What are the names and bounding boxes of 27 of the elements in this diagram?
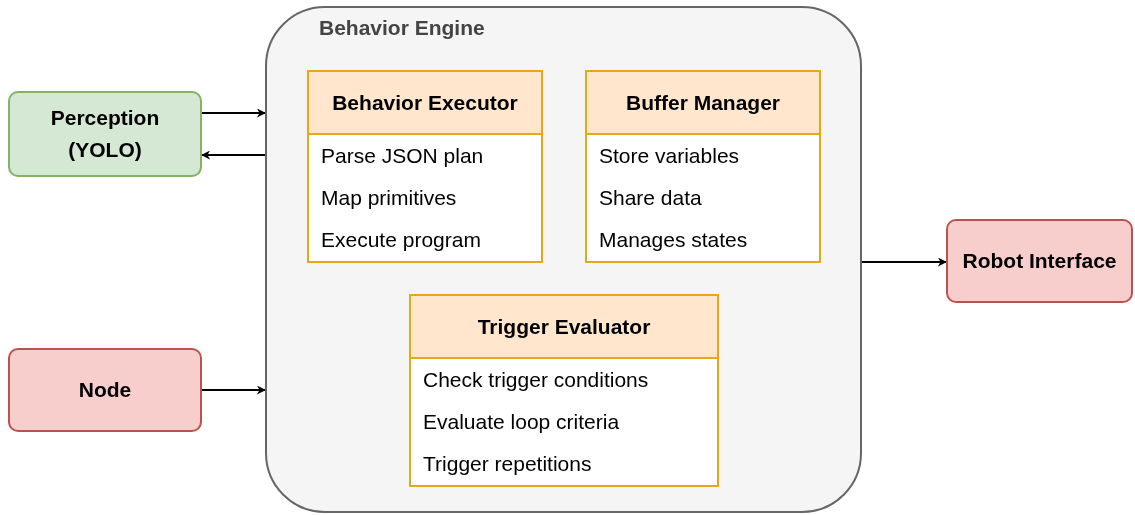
arrow: [201, 385, 266, 395]
module-card: [307, 70, 543, 263]
task-item: Store variables: [598, 143, 741, 169]
task-item: Share data: [598, 185, 703, 211]
module-card: [585, 70, 821, 263]
arrow: [201, 150, 266, 160]
box-label: Perception (YOLO): [49, 105, 161, 163]
arrow: [201, 108, 266, 118]
task-item: Execute program: [320, 227, 482, 253]
arrow: [861, 257, 947, 267]
module-title: Behavior Executor: [309, 72, 541, 135]
box-label: Node: [78, 377, 132, 403]
task-item: Check trigger conditions: [422, 367, 650, 393]
process-box: [946, 219, 1133, 303]
process-box: [8, 91, 202, 177]
module-title: Buffer Manager: [587, 72, 819, 135]
box-label: Robot Interface: [962, 248, 1117, 274]
panel-title: Behavior Engine: [319, 16, 485, 40]
task-item: Map primitives: [320, 185, 458, 211]
task-item: Trigger repetitions: [422, 451, 593, 477]
task-item: Manages states: [598, 227, 749, 253]
task-item: Parse JSON plan: [320, 143, 485, 169]
module-card: [409, 294, 719, 487]
container-panel: [265, 6, 862, 513]
task-item: Evaluate loop criteria: [422, 409, 621, 435]
module-title: Trigger Evaluator: [411, 296, 717, 359]
process-box: [8, 348, 202, 432]
